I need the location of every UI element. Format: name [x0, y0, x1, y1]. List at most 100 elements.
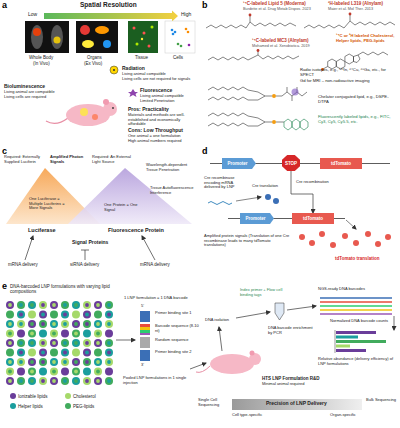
promoter-shape: [222, 158, 256, 169]
flow-arrow: [236, 312, 270, 318]
text-label: Relative abundance (delivery efficiency)…: [318, 357, 398, 366]
mouse-figure: [196, 366, 210, 372]
lnp-formulation: [28, 339, 36, 347]
mrna-strand: [208, 202, 232, 205]
lnp-formulation: [39, 349, 47, 357]
cells-image: [180, 45, 183, 48]
lnp-formulation: [6, 330, 14, 338]
tissue-image: [151, 26, 154, 29]
lnp-formulation: [83, 320, 91, 328]
text-label: ¹⁴C-labeled MC3 (Alnylam): [252, 38, 308, 43]
legend-row: Ionizable lipids: [10, 393, 48, 399]
text-label: One Protein = One Signal: [104, 203, 148, 212]
delivery-line: [25, 236, 33, 260]
text-label: Gd for MRI – non-radioactive imaging: [300, 79, 370, 84]
legend-swatch: [10, 403, 16, 409]
lnp-formulation: [83, 358, 91, 366]
cells-image: [165, 21, 195, 53]
lipid-structure: [323, 52, 388, 69]
legend-swatch: [10, 393, 16, 399]
lipid-structure: [258, 118, 265, 126]
organs-image: [76, 21, 118, 53]
lnp-formulation: [39, 330, 47, 338]
stop-octagon: STOP: [282, 155, 300, 171]
lnp-formulation: [72, 358, 80, 366]
whole-body-image: [31, 25, 43, 49]
text-label: Required: Externally Supplied Luciferin: [4, 155, 46, 164]
isotope-marker: [249, 13, 352, 71]
cre-protein: [265, 194, 271, 200]
panel-letter: a: [2, 0, 7, 10]
bar-chart: [336, 336, 358, 339]
text-label: Maier et al. Mol Ther. 2013: [328, 7, 373, 11]
lipid-structure: [208, 113, 258, 118]
lnp-formulation: [83, 349, 91, 357]
connector: [291, 171, 313, 213]
lnp-formulation: [94, 311, 102, 319]
lnp-formulation: [61, 301, 69, 309]
text-label: Primer binding site 1: [155, 311, 199, 316]
lnp-formulation: [74, 370, 78, 374]
text-label: Materials and methods are well-establish…: [128, 113, 196, 127]
lnp-formulation: [30, 303, 34, 307]
lnp-formulation: [50, 311, 58, 319]
resolution-arrow: [44, 11, 178, 22]
lnp-formulation: [107, 360, 111, 364]
text-label: Living animal are compatible: [4, 90, 55, 95]
lnp-formulation: [19, 313, 23, 317]
lipid-structure: [284, 119, 292, 130]
text-label: 1 LNP formulation = 1 DNA barcode: [124, 296, 196, 301]
lnp-formulation: [17, 311, 25, 319]
mouse-figure: [92, 114, 98, 120]
text-label: Organs: [87, 55, 102, 60]
lnp-formulation: [72, 311, 80, 319]
lnp-formulation: [52, 379, 56, 383]
text-label: Living cells are not required for signal…: [122, 77, 196, 82]
lnp-formulation: [30, 351, 34, 355]
text-label: 5': [141, 304, 144, 309]
flow-arrow: [219, 327, 222, 351]
text-label: Living animal compatible: [140, 94, 184, 99]
cells-image: [185, 28, 188, 31]
lnp-formulation: [107, 313, 111, 317]
lipid-structure: [265, 122, 272, 123]
lipid-structure: [350, 21, 395, 25]
text-label: Cells: [173, 55, 183, 60]
lnp-formulation: [72, 368, 80, 376]
lnp-formulation: [96, 379, 100, 383]
text-label: Wavelength-dependent Tissue Penetration: [146, 163, 196, 172]
cells-image: [165, 21, 195, 53]
lnp-formulation: [85, 303, 89, 307]
lnp-formulation: [96, 351, 100, 355]
lnp-formulation: [74, 341, 78, 345]
lipid-structure: [206, 22, 250, 28]
lipid-structure: [300, 119, 308, 130]
text-label: Bulk Sequencing: [366, 398, 398, 403]
lipid-structure: [304, 21, 350, 28]
text-label: NGS-ready DNA barcodes: [318, 287, 365, 292]
lnp-formulation: [52, 351, 56, 355]
lnp-formulation: [17, 358, 25, 366]
text-label: Fluorescence Protein: [108, 227, 164, 233]
text-label: DNA-barcoded LNP formulations with varyi…: [10, 284, 125, 294]
text-label: Chelator conjugated lipid, e.g., DSPE-DT…: [318, 95, 398, 105]
lnp-formulation: [6, 320, 14, 328]
lnp-formulation: [107, 303, 111, 307]
lnp-formulation: [50, 301, 58, 309]
lnp-formulation: [105, 320, 113, 328]
panel-letter: b: [202, 0, 208, 10]
lnp-formulation: [74, 360, 78, 364]
text-label: Living animal compatible: [122, 72, 166, 77]
mouse-figure: [112, 107, 114, 109]
organs-image: [103, 40, 111, 48]
text-label: Primer binding site 2: [155, 350, 199, 355]
flow-arrow: [190, 363, 206, 369]
text-label: Cell type-specific: [232, 413, 262, 418]
text-label: ¹⁴C or ³H labeled Cholesterol, Helper li…: [336, 34, 396, 44]
lnp-formulation: [41, 322, 45, 326]
bar-chart: [335, 330, 336, 353]
lnp-formulation: [6, 349, 14, 357]
cre-protein: [265, 194, 279, 204]
lnp-formulation: [96, 313, 100, 317]
